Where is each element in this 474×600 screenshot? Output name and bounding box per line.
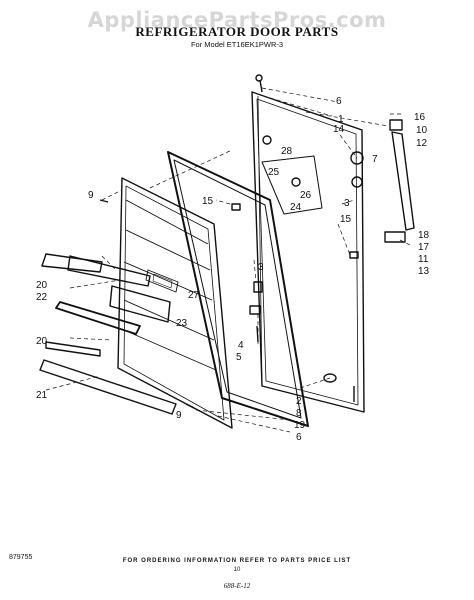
callout-3-lower: 3	[258, 262, 264, 273]
callout-9-bottom: 9	[176, 410, 182, 421]
callout-15-right: 15	[340, 214, 352, 225]
callout-26: 26	[300, 190, 312, 201]
leader-lines	[45, 87, 413, 433]
callout-3: 3	[344, 198, 350, 209]
callout-2: 2	[296, 396, 302, 407]
callout-28: 28	[281, 146, 293, 157]
callout-12: 12	[416, 138, 428, 149]
page-number: 10	[233, 567, 241, 573]
callout-20-bottom: 20	[36, 336, 48, 347]
callout-24: 24	[290, 202, 302, 213]
callout-4: 4	[238, 340, 244, 351]
callout-21: 21	[36, 390, 48, 401]
model-subtitle: For Model ET16EK1PWR-3	[190, 40, 284, 49]
callout-23: 23	[176, 318, 188, 329]
callout-6-bottom: 6	[296, 432, 302, 443]
callout-17: 17	[418, 242, 430, 253]
page-title: REFRIGERATOR DOOR PARTS	[135, 24, 339, 39]
callout-14: 14	[333, 124, 345, 135]
handwritten-note: 688-E-12	[223, 582, 251, 590]
callout-16: 16	[414, 112, 426, 123]
callout-5: 5	[236, 352, 242, 363]
callout-1: 1	[338, 114, 344, 125]
watermark: AppliancePartsPros.com	[87, 8, 387, 32]
handle-cover	[261, 155, 323, 215]
callout-22: 22	[36, 292, 48, 303]
callout-18: 18	[418, 230, 430, 241]
hinge-bar	[349, 119, 415, 259]
callout-7: 7	[372, 154, 378, 165]
outer-door-panel	[251, 91, 365, 413]
door-gasket	[167, 151, 309, 427]
ordering-note: FOR ORDERING INFORMATION REFER TO PARTS …	[122, 558, 352, 564]
callout-13: 13	[418, 266, 430, 277]
callout-27: 27	[188, 290, 200, 301]
callout-6: 6	[336, 96, 342, 107]
callout-15-left: 15	[202, 196, 214, 207]
callout-10: 10	[416, 125, 428, 136]
callout-11: 11	[418, 254, 429, 265]
callout-8: 8	[296, 408, 302, 419]
callout-19: 19	[294, 420, 306, 431]
callout-20-top: 20	[36, 280, 48, 291]
inner-door-liner	[117, 177, 233, 429]
door-shelves	[39, 253, 177, 415]
reference-code: 879755	[9, 554, 33, 561]
callout-25: 25	[268, 167, 280, 178]
callout-9-top: 9	[88, 190, 94, 201]
screws-and-hardware	[99, 74, 355, 409]
